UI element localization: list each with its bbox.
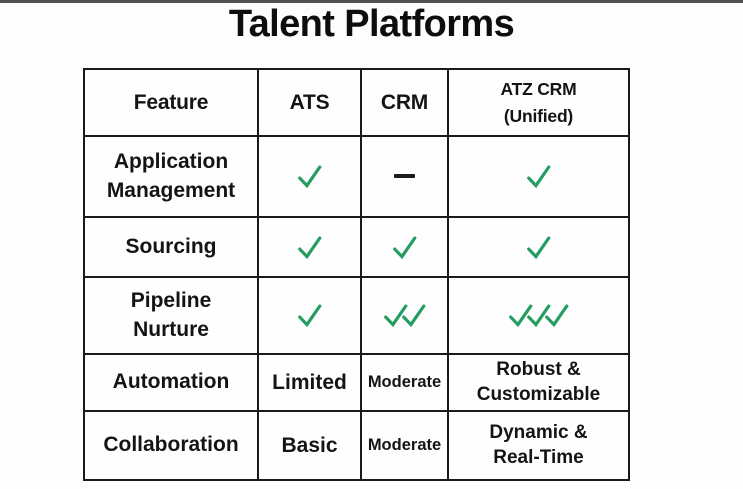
table-row: Collaboration Basic Moderate Dynamic & Real…: [83, 410, 630, 481]
check-icon: [527, 165, 551, 189]
cell-text: Dynamic & Real-Time: [489, 421, 588, 468]
table-cell: Dynamic & Real-Time: [447, 410, 630, 481]
cell-text: Moderate: [367, 373, 442, 391]
table-cell: [447, 276, 630, 355]
table-cell: [360, 216, 449, 278]
top-edge-strip: [0, 0, 743, 3]
check-icon: [527, 235, 551, 259]
table-row: Automation Limited Moderate Robust & Custom…: [83, 353, 630, 412]
table-cell: [257, 135, 362, 218]
column-header-crm: CRM: [360, 68, 449, 137]
single-check: [362, 231, 447, 264]
table-row: Sourcing: [83, 216, 630, 278]
double-check: [362, 299, 447, 332]
page-title: Talent Platforms: [228, 3, 515, 45]
table-cell: [360, 276, 449, 355]
cell-text: Robust & Customizable: [476, 358, 601, 405]
triple-check: [449, 299, 628, 332]
single-check: [259, 299, 360, 332]
check-icon: [298, 165, 322, 189]
cell-text: Moderate: [367, 436, 442, 454]
table-cell: Moderate: [360, 353, 449, 412]
single-check: [449, 231, 628, 264]
table-cell: [360, 135, 449, 218]
single-check: [259, 160, 360, 193]
column-header-ats: ATS: [257, 68, 362, 137]
cell-text: Limited: [272, 370, 347, 394]
table-cell: Limited: [257, 353, 362, 412]
table-cell: [447, 135, 630, 218]
feature-label: Application Management: [83, 135, 259, 218]
table-cell: [257, 216, 362, 278]
single-check: [259, 231, 360, 264]
feature-label: Sourcing: [83, 216, 259, 278]
check-icon: [393, 235, 417, 259]
check-icon: [298, 304, 322, 328]
check-icon: [509, 304, 533, 328]
check-icon: [384, 304, 408, 328]
column-header-atz-crm: ATZ CRM (Unified): [447, 68, 630, 137]
check-icon: [402, 304, 426, 328]
table-cell: [257, 276, 362, 355]
table-row: Pipeline Nurture: [83, 276, 630, 355]
check-icon: [545, 304, 569, 328]
dash-icon: [394, 174, 415, 179]
table-row: Application Management: [83, 135, 630, 218]
column-header-feature: Feature: [83, 68, 259, 137]
table-cell: Robust & Customizable: [447, 353, 630, 412]
table-cell: [447, 216, 630, 278]
table-cell: Moderate: [360, 410, 449, 481]
single-check: [449, 160, 628, 193]
feature-label: Automation: [83, 353, 259, 412]
feature-label: Pipeline Nurture: [83, 276, 259, 355]
check-icon: [298, 235, 322, 259]
feature-label: Collaboration: [83, 410, 259, 481]
table-cell: Basic: [257, 410, 362, 481]
cell-text: Basic: [281, 433, 338, 457]
check-icon: [527, 304, 551, 328]
